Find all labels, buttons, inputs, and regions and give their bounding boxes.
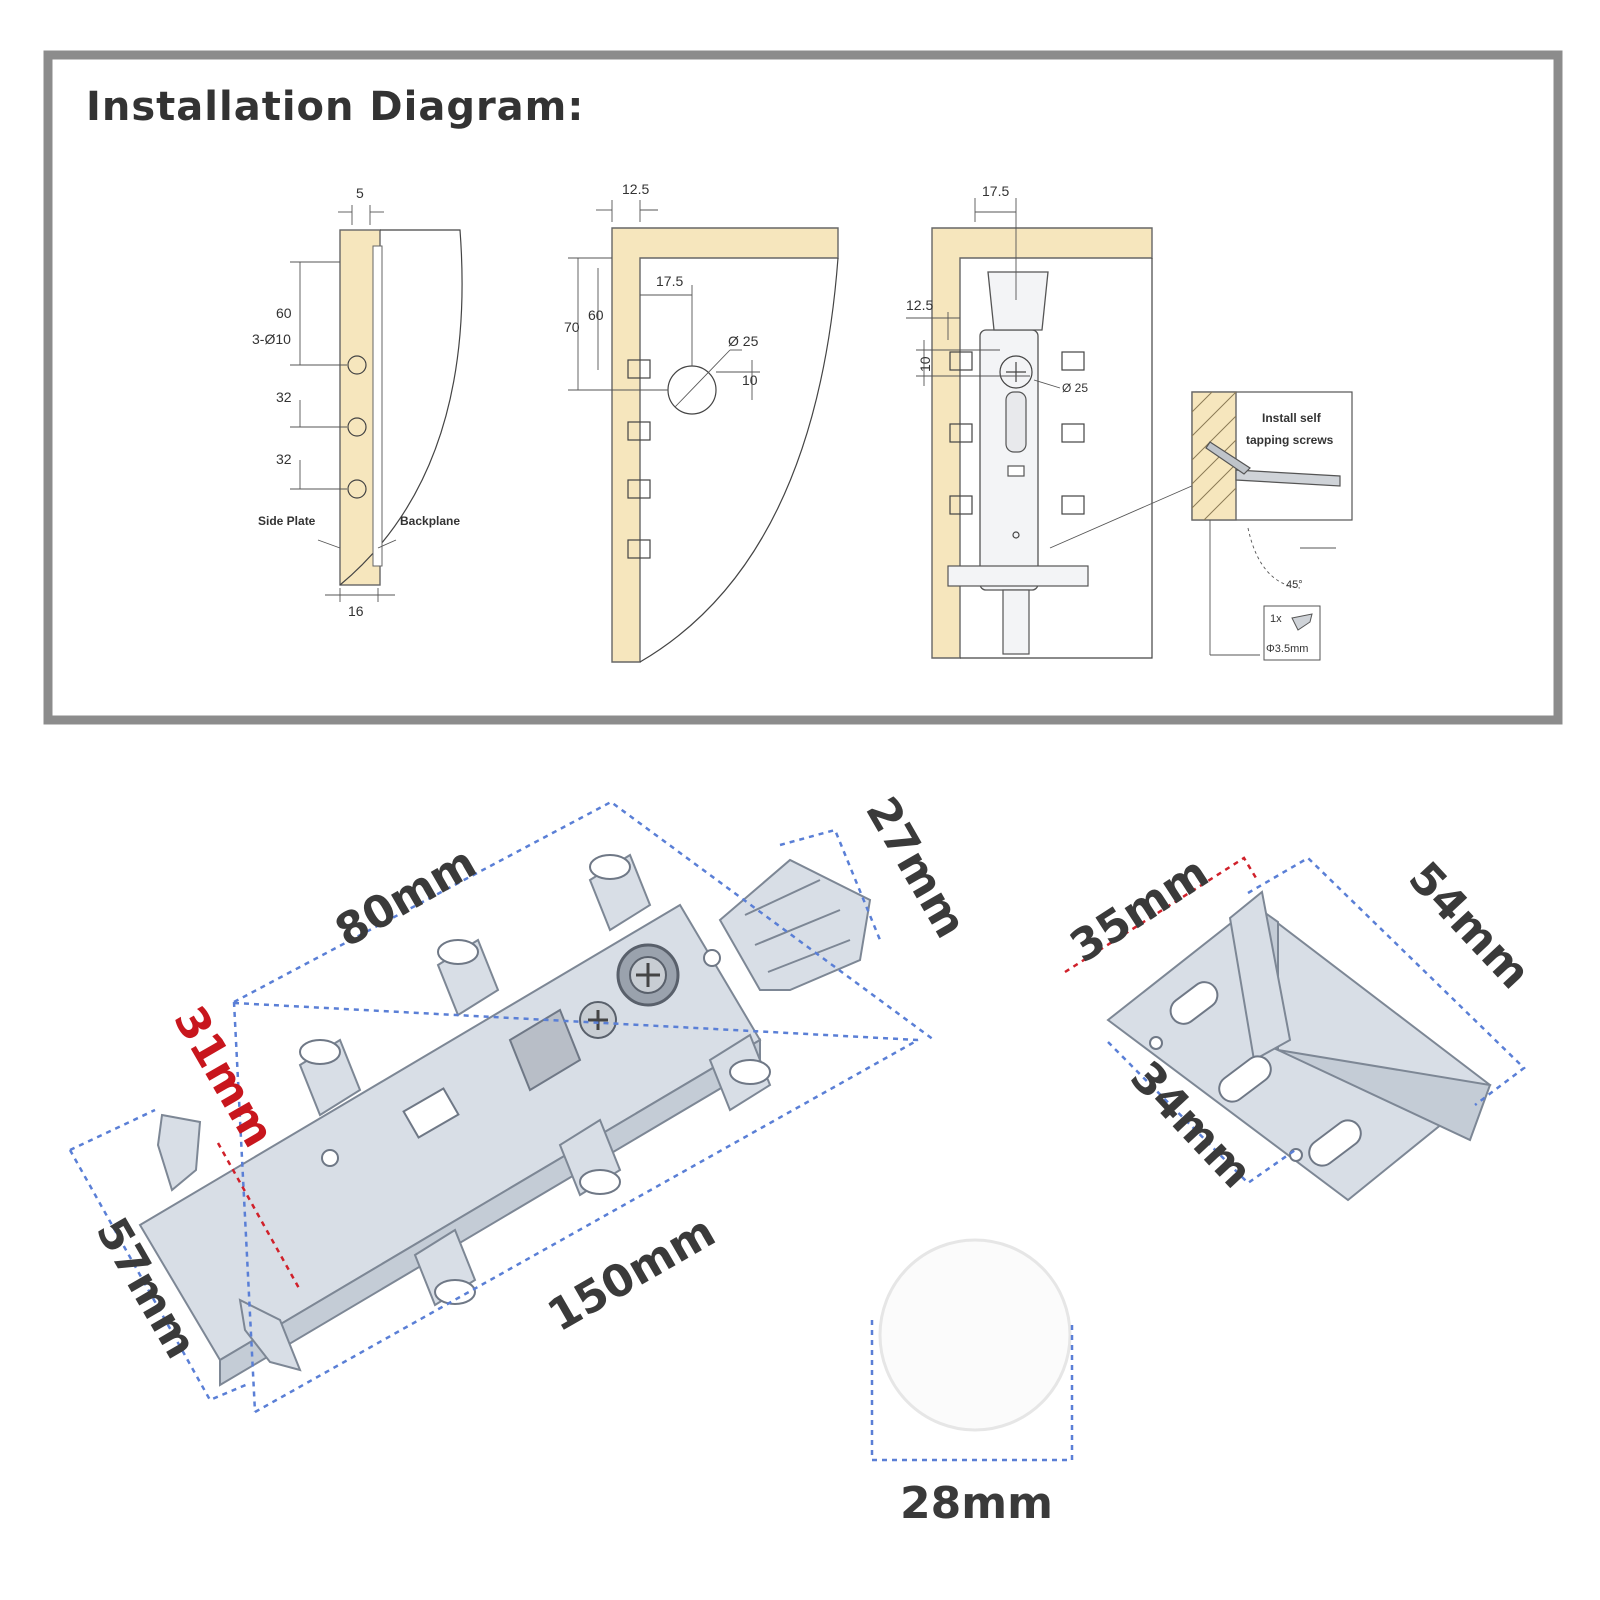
diagram-title: Installation Diagram: [86,84,584,130]
hanger-mounted-drawing: 17.5 12.5 10 Ø 25 Install self tapping s… [906,183,1353,661]
dim-tab-27mm: 27mm [855,789,976,947]
dim-bore-offset: 10 [742,372,758,388]
dim-spacing-1: 32 [276,389,292,405]
cabinet-hanger [138,853,872,1387]
dim-edge-12-5: 12.5 [622,181,649,197]
hanger-dowels [949,351,1085,515]
dim-top-spacing: 60 [276,305,292,321]
dim-thickness: 16 [348,603,364,619]
label-side-plate: Side Plate [258,514,316,528]
dim-bore-25-b: Ø 25 [1062,381,1088,395]
dim-bore-25: Ø 25 [728,333,759,349]
mounting-plate [1106,890,1492,1202]
dim-v-offset-10: 10 [917,356,933,372]
dim-spacing-2: 32 [276,451,292,467]
hanger-dowels-top [298,853,652,1117]
hanger-dowels-bottom [413,1033,772,1307]
dim-height-70: 70 [564,319,580,335]
dim-height-60: 60 [588,307,604,323]
label-backplane: Backplane [400,514,460,528]
inset-note-line2: tapping screws [1246,433,1334,447]
anchor-left-top [156,1113,202,1192]
screw-size: Φ3.5mm [1266,643,1308,655]
dim-hanger-150mm: 150mm [539,1206,723,1342]
inset-note-line1: Install self [1262,411,1322,425]
dim-cap-28mm: 28mm [900,1478,1053,1529]
inset-angle: 45° [1286,579,1303,591]
dim-width-5: 5 [356,185,364,201]
dim-hole-spec: 3-Ø10 [252,331,291,347]
adjust-screw [579,943,680,1039]
dim-offset-17-5: 17.5 [982,183,1009,199]
diagram-frame [43,50,1563,725]
hanger-tab [718,858,872,991]
corner-bore-drawing: 12.5 17.5 70 60 Ø 25 10 [564,181,839,663]
screw-qty: 1x [1270,613,1282,625]
side-plate-drawing: 5 60 3-Ø10 32 32 Side Plate Backplane 16 [252,185,463,619]
anchor-left-bottom [238,1298,302,1372]
cover-cap: 28mm [870,1238,1074,1529]
hanger-slot [402,1087,460,1139]
dim-edge-12-5-b: 12.5 [906,297,933,313]
dim-center-17-5: 17.5 [656,273,683,289]
dim-plate-54mm: 54mm [1398,852,1540,999]
